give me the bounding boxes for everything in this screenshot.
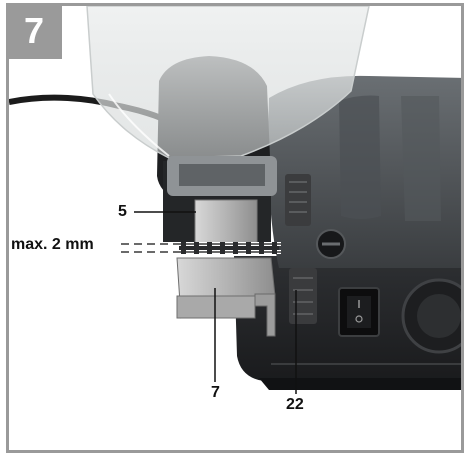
photo-frame — [6, 3, 464, 453]
bench-grinder-photo — [9, 6, 461, 390]
callout-max-gap: max. 2 mm — [9, 236, 96, 254]
callout-part-7: 7 — [209, 384, 222, 402]
figure-number-badge: 7 — [6, 3, 62, 59]
callout-part-22: 22 — [284, 396, 306, 414]
callout-part-5: 5 — [116, 203, 129, 221]
